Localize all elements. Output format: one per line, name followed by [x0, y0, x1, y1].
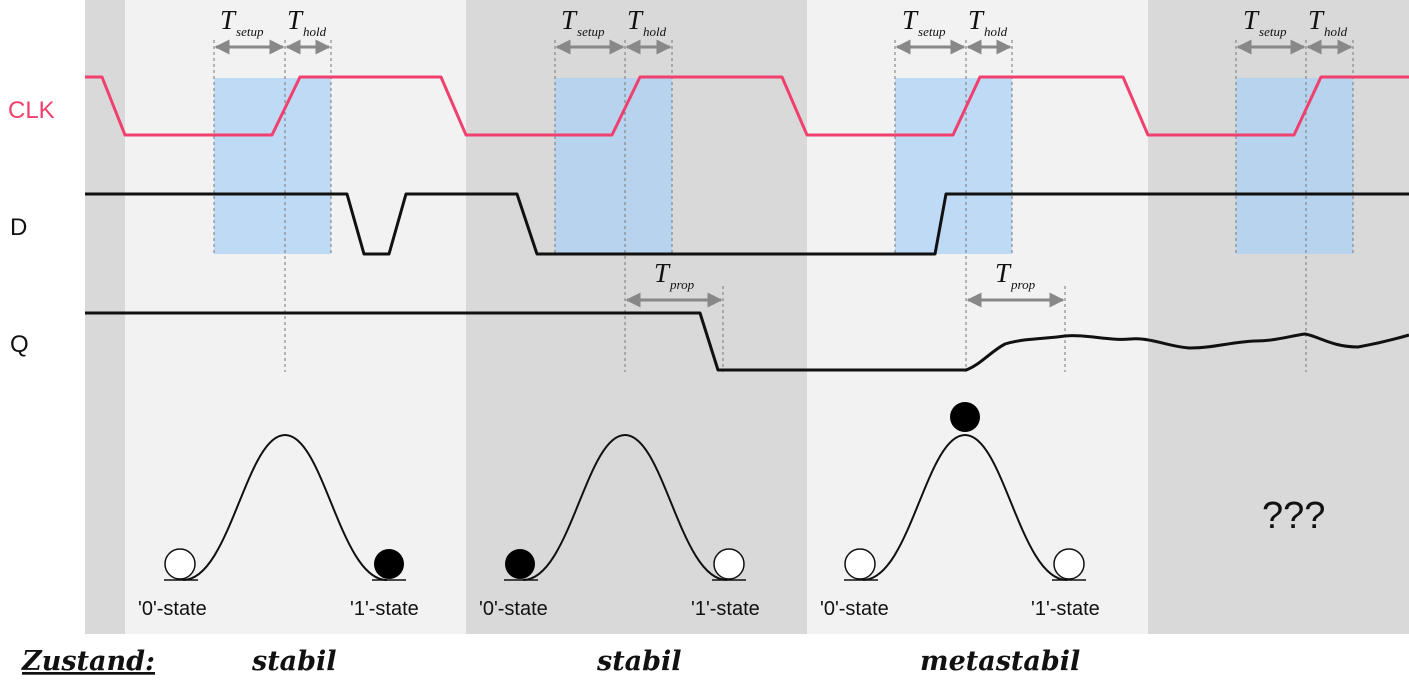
- guide-lines: [213, 40, 1354, 372]
- setup-label-4: Tsetup: [1243, 5, 1287, 39]
- state-label-1: '1'-state: [1031, 598, 1100, 620]
- prop-label-1: Tprop: [654, 258, 695, 292]
- clk-label: CLK: [8, 97, 55, 124]
- empty-ball-0: [844, 548, 876, 580]
- setup-label-3: Tsetup: [902, 5, 946, 39]
- state-label-0: '0'-state: [479, 598, 548, 620]
- d-waveform: [85, 192, 1409, 256]
- footer-state-1: stabil: [251, 646, 337, 677]
- window-2: [555, 78, 672, 254]
- hold-label-2: Thold: [627, 5, 667, 39]
- empty-ball-1: [713, 548, 745, 580]
- state-label-1: '1'-state: [691, 598, 760, 620]
- setup-label-1: Tsetup: [220, 5, 264, 39]
- potential-well-1: [164, 433, 406, 581]
- window-1: [214, 78, 331, 254]
- state-label-0: '0'-state: [138, 598, 207, 620]
- band-margin: [85, 0, 125, 634]
- state-label-1: '1'-state: [350, 598, 419, 620]
- potential-well-3: [844, 402, 1086, 581]
- empty-ball-0: [164, 548, 196, 580]
- window-3: [895, 78, 1012, 254]
- footer-state-3: metastabil: [920, 646, 1080, 677]
- state-label-0: '0'-state: [820, 598, 889, 620]
- prop-label-2: Tprop: [995, 258, 1036, 292]
- window-4: [1236, 78, 1353, 254]
- footer-heading: Zustand:: [21, 646, 155, 677]
- footer-state-2: stabil: [596, 646, 682, 677]
- timing-labels: Tsetup Thold Tsetup Thold Tsetup Thold T…: [220, 5, 1348, 292]
- ball-metastable: [950, 402, 980, 432]
- hold-label-4: Thold: [1308, 5, 1348, 39]
- setup-label-2: Tsetup: [561, 5, 605, 39]
- q-label: Q: [10, 331, 29, 358]
- q-waveform: [85, 311, 1409, 372]
- hold-label-1: Thold: [287, 5, 327, 39]
- ball-0-state: [505, 549, 535, 579]
- timing-arrows: [214, 39, 1353, 308]
- setup-hold-windows: [214, 78, 1353, 254]
- empty-ball-1: [1053, 548, 1085, 580]
- ball-1-state: [374, 549, 404, 579]
- hold-label-3: Thold: [968, 5, 1008, 39]
- potential-well-2: [504, 433, 746, 581]
- state-labels: '0'-state '1'-state '0'-state '1'-state …: [138, 598, 1100, 620]
- unknown-state: ???: [1262, 495, 1325, 537]
- clk-waveform: [85, 75, 1409, 137]
- d-label: D: [10, 214, 27, 241]
